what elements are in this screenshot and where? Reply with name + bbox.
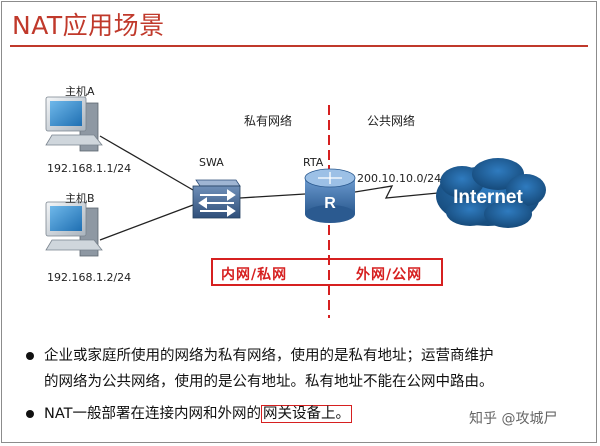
watermark: 知乎 @攻城尸 [469, 411, 558, 427]
router-label: RTA [303, 156, 324, 169]
bullet-item-2: NAT一般部署在连接内网和外网的网关设备上。 [20, 401, 592, 427]
bullet-1-line-1: 企业或家庭所使用的网络为私有网络，使用的是私有地址；运营商维护 [44, 348, 494, 364]
link-hostA-swa [99, 135, 194, 191]
gateway-highlight: 网关设备上。 [261, 405, 352, 423]
link-rta-internet [354, 185, 439, 199]
wan-ip-label: 200.10.10.0/24 [357, 172, 442, 185]
bullet-list: 企业或家庭所使用的网络为私有网络，使用的是私有地址；运营商维护 的网络为公共网络… [20, 343, 592, 427]
router-icon: R [304, 168, 356, 223]
bullet-dot [26, 410, 34, 418]
switch-label: SWA [199, 156, 224, 169]
host-b-name: 主机B [65, 192, 95, 205]
host-b-ip: 192.168.1.2/24 [47, 271, 132, 284]
host-b-computer-icon [45, 201, 103, 257]
bullet-item-1: 企业或家庭所使用的网络为私有网络，使用的是私有地址；运营商维护 的网络为公共网络… [20, 343, 592, 395]
internet-label: Internet [453, 187, 523, 208]
bullet-dot [26, 352, 34, 360]
host-a-name: 主机A [65, 85, 95, 98]
link-swa-rta [239, 193, 306, 199]
host-a-ip: 192.168.1.1/24 [47, 162, 132, 175]
host-a-computer-icon [45, 96, 103, 152]
bullet-1-line-2: 的网络为公共网络，使用的是公有地址。私有地址不能在公网中路由。 [44, 374, 494, 390]
page-title: NAT应用场景 [12, 11, 165, 40]
public-network-label: 公共网络 [367, 114, 416, 128]
inner-outer-zone-box [211, 258, 443, 286]
inner-network-label: 内网/私网 [221, 267, 288, 283]
link-hostB-swa [99, 204, 194, 241]
router-glyph: R [324, 195, 336, 212]
switch-icon [192, 179, 241, 219]
title-divider [10, 45, 588, 47]
private-network-label: 私有网络 [244, 114, 293, 128]
outer-network-label: 外网/公网 [356, 267, 423, 283]
connection-lines [99, 135, 439, 241]
internet-cloud-icon: Internet [436, 158, 546, 228]
bullet-2-prefix: NAT一般部署在连接内网和外网的 [44, 406, 261, 422]
